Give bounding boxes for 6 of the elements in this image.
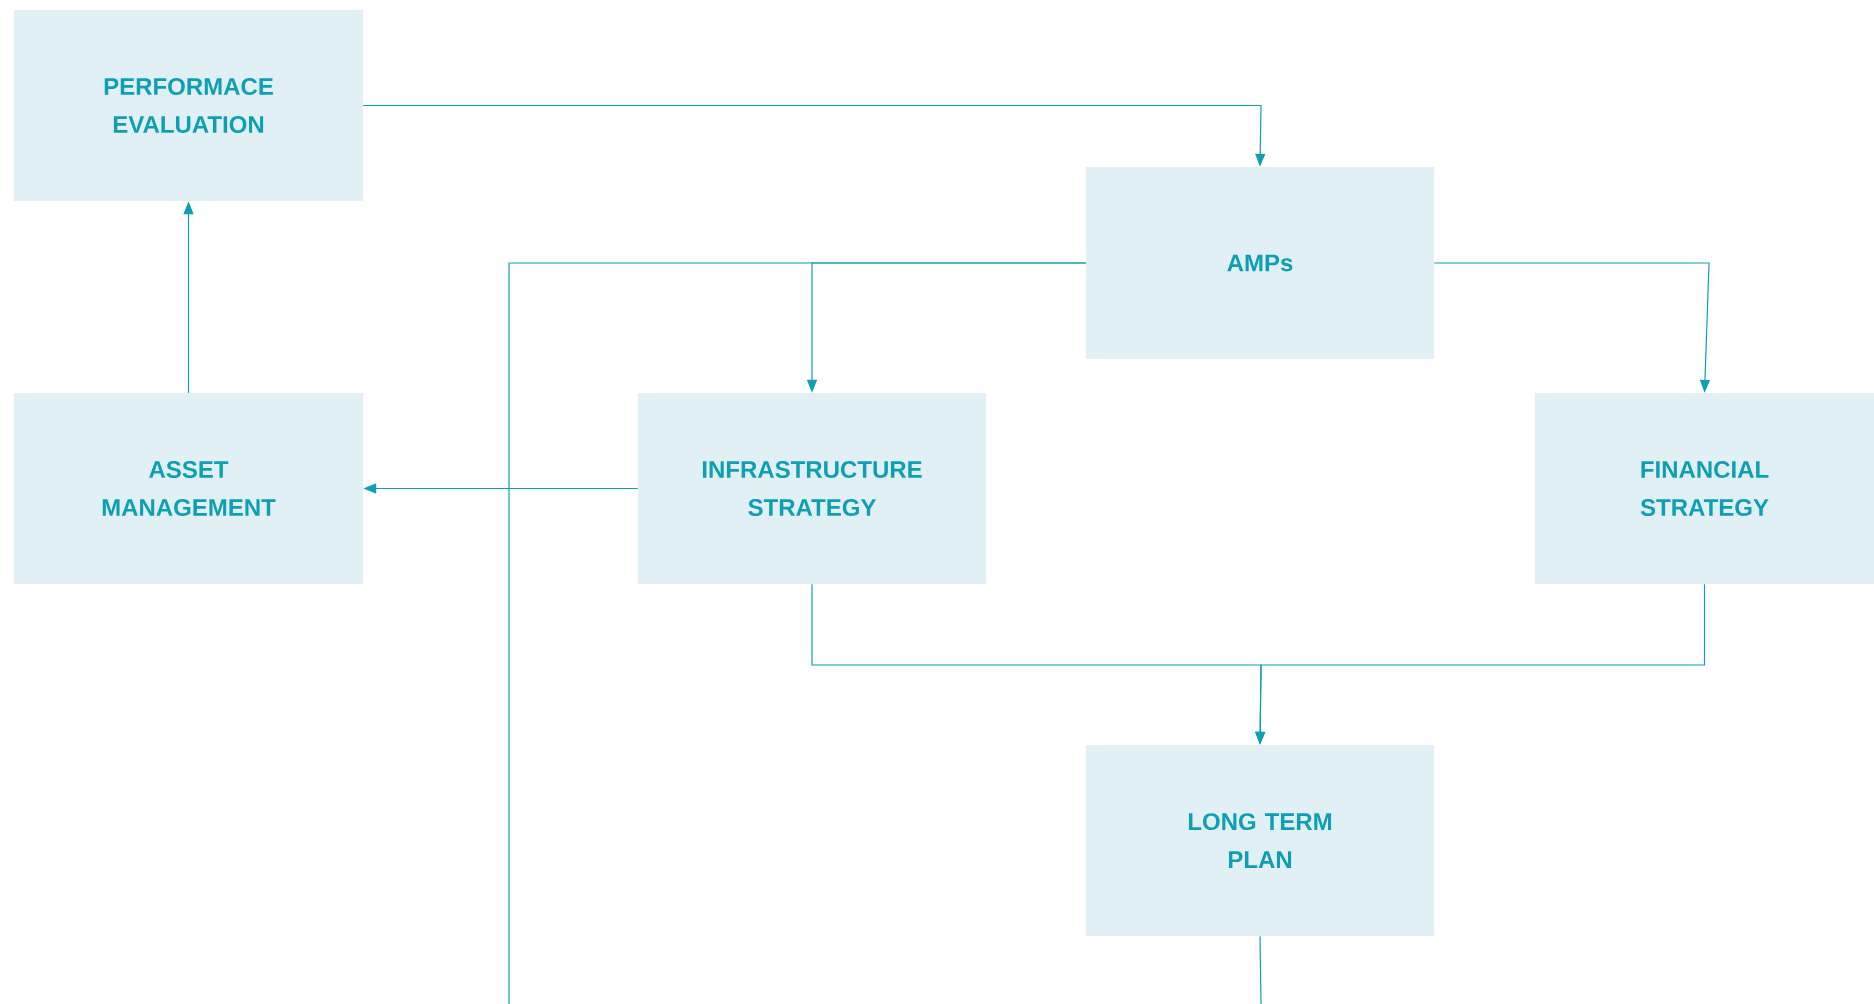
process-box: PERFORMACE EVALUATION [14,10,363,201]
process-box: FINANCIAL STRATEGY [1535,393,1874,584]
process-box: LONG TERM PLAN [1086,745,1434,936]
process-box: AMPs [1086,167,1434,359]
process-box: ASSET MANAGEMENT [14,393,363,584]
process-box: INFRASTRUCTURE STRATEGY [638,393,986,584]
